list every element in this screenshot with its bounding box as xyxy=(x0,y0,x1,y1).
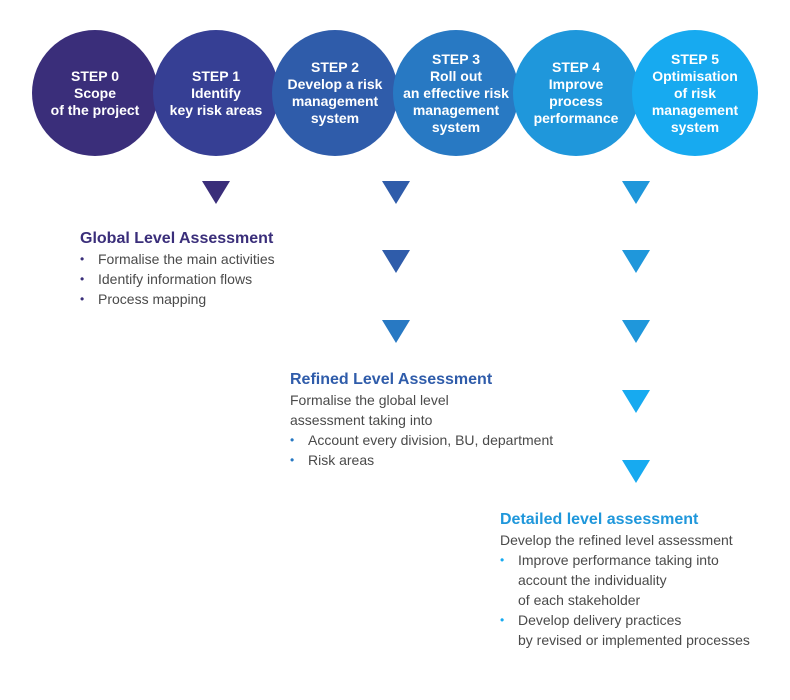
step-5-label: STEP 5 xyxy=(671,50,719,67)
refined-assessment-list: Account every division, BU, department R… xyxy=(290,430,610,470)
list-item: Improve performance taking into account … xyxy=(500,550,785,610)
step-1-text: Identify xyxy=(191,84,241,101)
step-5-text: system xyxy=(670,118,720,135)
step-2-label: STEP 2 xyxy=(311,59,359,75)
refined-assessment-intro: Formalise the global level xyxy=(290,392,449,408)
global-assessment-title: Global Level Assessment xyxy=(80,230,274,247)
step-2-text: system xyxy=(310,110,360,126)
refined-assessment-intro: assessment taking into xyxy=(290,412,433,428)
step-4-label: STEP 4 xyxy=(552,59,600,75)
step-4-text: Improve xyxy=(548,76,604,92)
list-item-line: Develop delivery practices xyxy=(518,612,682,628)
step-4-circle: STEP 4 Improve process performance xyxy=(513,30,639,156)
list-item: Process mapping xyxy=(80,289,400,309)
down-arrow-icon xyxy=(622,250,650,273)
step-0-label: STEP 0 xyxy=(71,67,119,84)
step-3-circle: STEP 3 Roll out an effective risk manage… xyxy=(393,30,519,156)
steps-row: STEP 0 Scope of the project STEP 1 Ident… xyxy=(0,0,790,180)
step-5-text: of risk xyxy=(673,84,716,101)
step-1-text: key risk areas xyxy=(169,101,263,118)
down-arrow-icon xyxy=(382,181,410,204)
global-assessment-block: Global Level Assessment Formalise the ma… xyxy=(80,229,400,309)
down-arrow-icon xyxy=(202,181,230,204)
list-item-line: by revised or implemented processes xyxy=(518,632,750,648)
step-1-label: STEP 1 xyxy=(192,67,240,84)
step-0-text: Scope xyxy=(73,84,116,101)
step-3-text: system xyxy=(431,118,481,135)
list-item: Formalise the main activities xyxy=(80,249,400,269)
step-2-text: Develop a risk xyxy=(287,76,383,92)
list-item: Account every division, BU, department xyxy=(290,430,610,450)
list-item: Risk areas xyxy=(290,450,610,470)
step-3-text: an effective risk xyxy=(403,84,509,101)
detailed-assessment-block: Detailed level assessment Develop the re… xyxy=(500,510,785,650)
down-arrow-icon xyxy=(622,181,650,204)
step-5-text: management xyxy=(651,101,739,118)
step-3-text: Roll out xyxy=(429,67,483,84)
down-arrow-icon xyxy=(622,460,650,483)
step-5-text: Optimisation xyxy=(652,67,738,84)
step-0-circle: STEP 0 Scope of the project xyxy=(32,30,158,156)
list-item-line: Improve performance taking into xyxy=(518,552,719,568)
down-arrow-icon xyxy=(382,320,410,343)
step-2-text: management xyxy=(291,93,379,109)
detailed-assessment-intro: Develop the refined level assessment xyxy=(500,532,733,548)
list-item: Identify information flows xyxy=(80,269,400,289)
list-item-line: account the individuality xyxy=(518,572,667,588)
refined-assessment-title: Refined Level Assessment xyxy=(290,371,493,388)
step-1-circle: STEP 1 Identify key risk areas xyxy=(153,30,279,156)
global-assessment-list: Formalise the main activities Identify i… xyxy=(80,249,400,309)
step-4-text: performance xyxy=(533,110,619,126)
down-arrow-icon xyxy=(622,390,650,413)
step-2-circle: STEP 2 Develop a risk management system xyxy=(272,30,398,156)
detailed-assessment-list: Improve performance taking into account … xyxy=(500,550,785,650)
detailed-assessment-title: Detailed level assessment xyxy=(500,511,699,528)
refined-assessment-block: Refined Level Assessment Formalise the g… xyxy=(290,370,610,470)
step-0-text: of the project xyxy=(50,101,140,118)
step-5-circle: STEP 5 Optimisation of risk management s… xyxy=(632,30,758,156)
down-arrow-icon xyxy=(622,320,650,343)
list-item-line: of each stakeholder xyxy=(518,592,641,608)
step-3-text: management xyxy=(412,101,500,118)
list-item: Develop delivery practices by revised or… xyxy=(500,610,785,650)
step-4-text: process xyxy=(549,93,603,109)
step-3-label: STEP 3 xyxy=(432,50,480,67)
